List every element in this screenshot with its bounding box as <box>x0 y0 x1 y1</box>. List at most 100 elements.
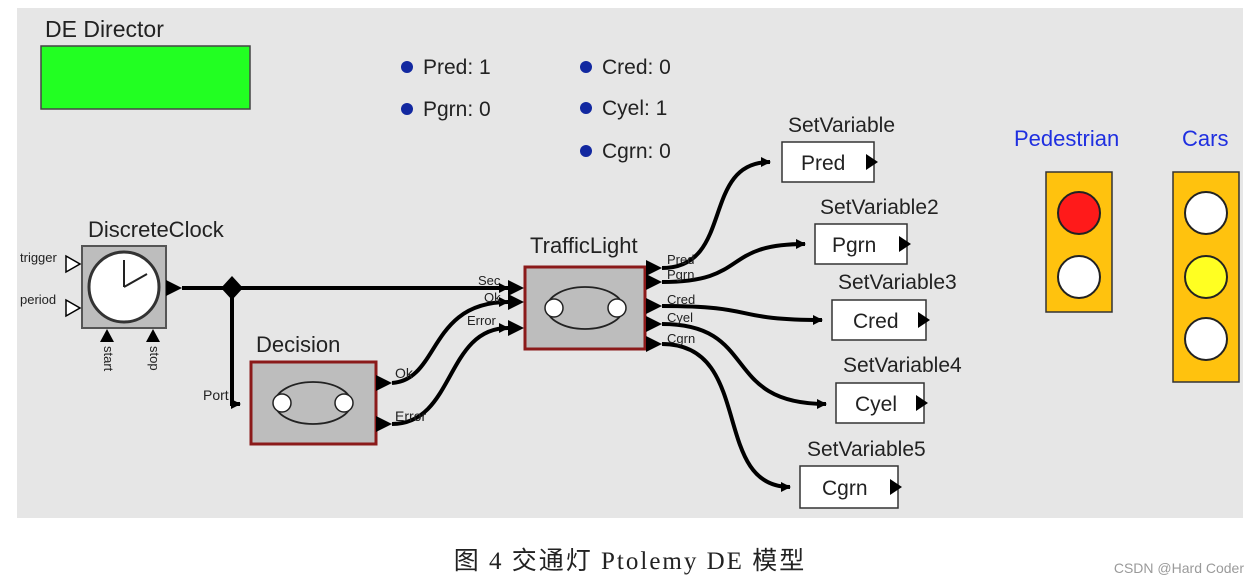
parameter-label: Cgrn: 0 <box>602 140 671 163</box>
setvariable-label: Cgrn <box>822 477 868 500</box>
clock-trigger-port[interactable] <box>65 254 82 274</box>
cars-red-lamp <box>1184 191 1228 235</box>
clock-start-label: start <box>101 346 116 372</box>
traffic-pred-port[interactable] <box>646 260 662 276</box>
parameter-dot-icon <box>580 145 592 157</box>
cars-green-lamp <box>1184 317 1228 361</box>
decision-port-label: Port <box>203 387 229 403</box>
composite-node-icon <box>544 298 564 318</box>
clock-trigger-label: trigger <box>20 250 58 265</box>
parameter-cgrn[interactable]: Cgrn: 0 <box>580 140 671 163</box>
parameter-dot-icon <box>401 103 413 115</box>
traffic-input-label: Sec <box>478 273 501 288</box>
traffic-input-label: Error <box>467 313 497 328</box>
traffic-input-label: Ok <box>484 290 501 305</box>
parameter-label: Pred: 1 <box>423 56 491 79</box>
setvariable-title: SetVariable3 <box>838 271 957 294</box>
parameter-dot-icon <box>580 102 592 114</box>
setvariable-output-port[interactable] <box>918 312 930 328</box>
traffic-cyel-port[interactable] <box>646 316 662 332</box>
setvariable-output-port[interactable] <box>916 395 928 411</box>
parameter-dot-icon <box>580 61 592 73</box>
wire-to-decision <box>230 288 241 409</box>
connections <box>182 157 827 492</box>
cars-title: Cars <box>1182 126 1228 151</box>
traffic-output-label: Pred <box>667 252 694 267</box>
traffic-sec-port[interactable] <box>508 280 524 296</box>
director-label: DE Director <box>45 16 164 42</box>
clock-period-label: period <box>20 292 56 307</box>
clock-stop-label: stop <box>147 346 162 371</box>
pedestrian-title: Pedestrian <box>1014 126 1119 151</box>
setvariable-pred-actor[interactable]: SetVariable Pred <box>781 114 895 183</box>
traffic-output-label: Cred <box>667 292 695 307</box>
setvariable-cgrn-actor[interactable]: SetVariable5 Cgrn <box>799 438 926 509</box>
decision-ok-label: Ok <box>395 365 414 381</box>
traffic-output-label: Pgrn <box>667 267 694 282</box>
parameter-label: Pgrn: 0 <box>423 98 491 121</box>
traffic-light-title: TrafficLight <box>530 233 638 258</box>
setvariable-title: SetVariable <box>788 114 895 137</box>
setvariable-title: SetVariable2 <box>820 196 939 219</box>
parameter-dot-icon <box>401 61 413 73</box>
cars-light[interactable]: Cars <box>1172 126 1240 383</box>
parameter-pred[interactable]: Pred: 1 <box>401 56 491 79</box>
setvariable-output-port[interactable] <box>866 154 878 170</box>
setvariable-label: Cyel <box>855 393 897 416</box>
parameter-label: Cyel: 1 <box>602 97 667 120</box>
traffic-ok-port[interactable] <box>508 294 524 310</box>
traffic-error-port[interactable] <box>508 320 524 336</box>
parameter-cred[interactable]: Cred: 0 <box>580 56 671 79</box>
pedestrian-green-lamp <box>1057 255 1101 299</box>
setvariable-title: SetVariable4 <box>843 354 962 377</box>
setvariable-body <box>814 223 908 265</box>
traffic-pgrn-port[interactable] <box>646 274 662 290</box>
composite-node-icon <box>607 298 627 318</box>
wire-cgrn <box>661 342 791 492</box>
wire-cred <box>661 304 823 325</box>
wire-error <box>391 323 509 426</box>
composite-node-icon <box>272 393 292 413</box>
decision-title: Decision <box>256 332 340 357</box>
wire-ok <box>391 297 509 385</box>
clock-period-port[interactable] <box>65 298 82 318</box>
figure-caption: 图 4 交通灯 Ptolemy DE 模型 <box>453 548 807 575</box>
composite-node-icon <box>334 393 354 413</box>
de-director-block[interactable] <box>40 45 251 110</box>
traffic-light-actor[interactable]: TrafficLight Sec Ok Error Pred Pgrn Cred… <box>467 233 695 352</box>
wire-pgrn <box>661 239 806 284</box>
clock-start-port[interactable] <box>100 329 114 342</box>
setvariable-label: Pred <box>801 152 845 175</box>
parameter-label: Cred: 0 <box>602 56 671 79</box>
clock-output-port[interactable] <box>166 280 182 296</box>
setvariable-cred-actor[interactable]: SetVariable3 Cred <box>831 271 957 341</box>
parameter-cyel[interactable]: Cyel: 1 <box>580 97 667 120</box>
decision-actor[interactable]: Decision Port Ok Error <box>203 332 426 446</box>
pedestrian-light[interactable]: Pedestrian <box>1014 126 1119 313</box>
wire-cyel <box>661 322 827 409</box>
setvariable-cyel-actor[interactable]: SetVariable4 Cyel <box>835 354 962 424</box>
decision-error-port[interactable] <box>376 416 392 432</box>
setvariable-output-port[interactable] <box>899 236 911 252</box>
setvariable-pgrn-actor[interactable]: SetVariable2 Pgrn <box>814 196 939 265</box>
discrete-clock-actor[interactable]: DiscreteClock trigger period start stop <box>20 217 225 372</box>
pedestrian-red-lamp <box>1057 191 1101 235</box>
clock-hands-icon <box>123 260 148 288</box>
setvariable-output-port[interactable] <box>890 479 902 495</box>
decision-ok-port[interactable] <box>376 375 392 391</box>
parameter-pgrn[interactable]: Pgrn: 0 <box>401 98 491 121</box>
relation-diamond-icon[interactable] <box>221 276 243 300</box>
clock-stop-port[interactable] <box>146 329 160 342</box>
cars-yellow-lamp <box>1184 255 1228 299</box>
traffic-cgrn-port[interactable] <box>646 336 662 352</box>
clock-title: DiscreteClock <box>88 217 225 242</box>
setvariable-label: Cred <box>853 310 899 333</box>
decision-error-label: Error <box>395 408 426 424</box>
setvariable-label: Pgrn <box>832 234 876 257</box>
traffic-output-label: Cyel <box>667 310 693 325</box>
setvariable-title: SetVariable5 <box>807 438 926 461</box>
watermark: CSDN @Hard Coder <box>1113 560 1244 576</box>
wire-pred <box>661 157 771 270</box>
traffic-output-label: Cgrn <box>667 331 695 346</box>
traffic-cred-port[interactable] <box>646 298 662 314</box>
